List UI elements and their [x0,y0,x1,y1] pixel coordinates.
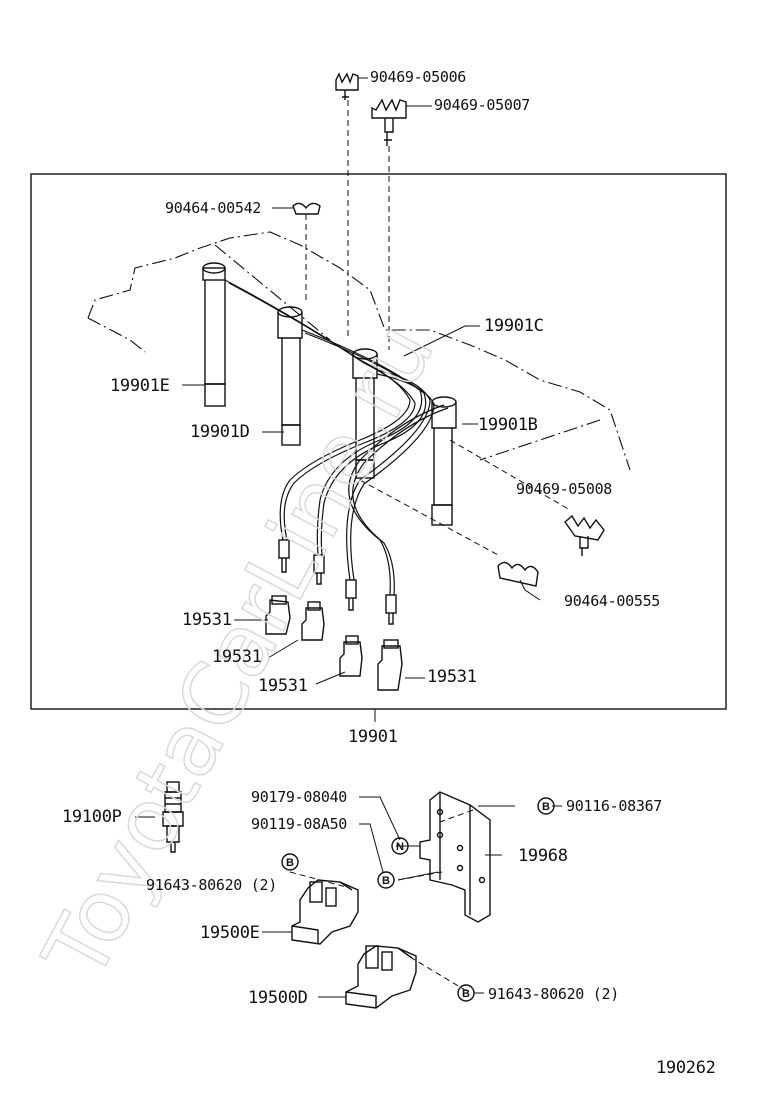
label-nut-90179-08040: 90179-08040 [251,788,348,806]
bracket-19968 [419,791,491,923]
cord-19901B [431,396,457,526]
label-clamp-90469-05007: 90469-05007 [434,96,531,114]
wire-terminals [278,539,397,625]
ignition-wires [224,279,449,596]
diagram-code: 190262 [656,1058,716,1078]
label-cord-19901E: 19901E [110,376,170,396]
label-clamp-90464-00542: 90464-00542 [165,199,262,217]
callout-b-icon [457,984,475,1002]
label-coil-19500E: 19500E [200,923,260,943]
ignition-coil-19500E [291,879,359,945]
label-coil-bolt-91643-80620: 91643-80620 (2) [146,876,277,894]
callout-letter: B [462,988,470,1000]
callout-letter: N [396,841,404,853]
clamp-90469-05007 [371,98,407,146]
callout-letter: B [382,875,390,887]
label-terminal-19531: 19531 [212,647,262,667]
terminal-19531 [339,635,363,677]
label-bolt-90116-08367: 90116-08367 [566,797,663,815]
clamp-90464-00555 [497,561,539,587]
callout-b-icon [281,853,299,871]
callout-b-icon [537,797,555,815]
assembly-frame [30,173,727,710]
label-clamp-90464-00555: 90464-00555 [564,592,661,610]
label-cord-19901D: 19901D [190,422,250,442]
callout-n-icon [391,837,409,855]
label-cord-set-19901: 19901 [348,727,398,747]
cord-19901D [277,306,303,446]
ignition-coil-19500D [345,945,417,1009]
callout-b-icon [377,871,395,889]
label-bracket-19968: 19968 [518,846,568,866]
label-terminal-19531: 19531 [258,676,308,696]
callout-letter: B [286,857,294,869]
terminal-19531 [301,601,325,641]
label-bolt-90119-08A50: 90119-08A50 [251,815,348,833]
label-coil-19500D: 19500D [248,988,308,1008]
terminal-19531 [377,639,403,691]
spark-plug-19100P [162,781,184,853]
terminal-19531 [265,595,291,635]
label-spark-plug-19100P: 19100P [62,807,122,827]
clamp-90469-05006 [335,72,359,100]
label-cord-19901B: 19901B [478,415,538,435]
callout-letter: B [542,801,550,813]
label-terminal-19531: 19531 [182,610,232,630]
clamp-90464-00542 [292,202,321,215]
engine-outline [87,231,631,471]
label-cord-19901C: 19901C [484,316,544,336]
label-terminal-19531: 19531 [427,667,477,687]
label-clamp-90469-05006: 90469-05006 [370,68,467,86]
label-clamp-90469-05008: 90469-05008 [516,480,613,498]
clamp-90469-05008 [564,514,605,556]
cord-19901E [202,262,226,407]
label-coil-bolt-91643-80620: 91643-80620 (2) [488,985,619,1003]
